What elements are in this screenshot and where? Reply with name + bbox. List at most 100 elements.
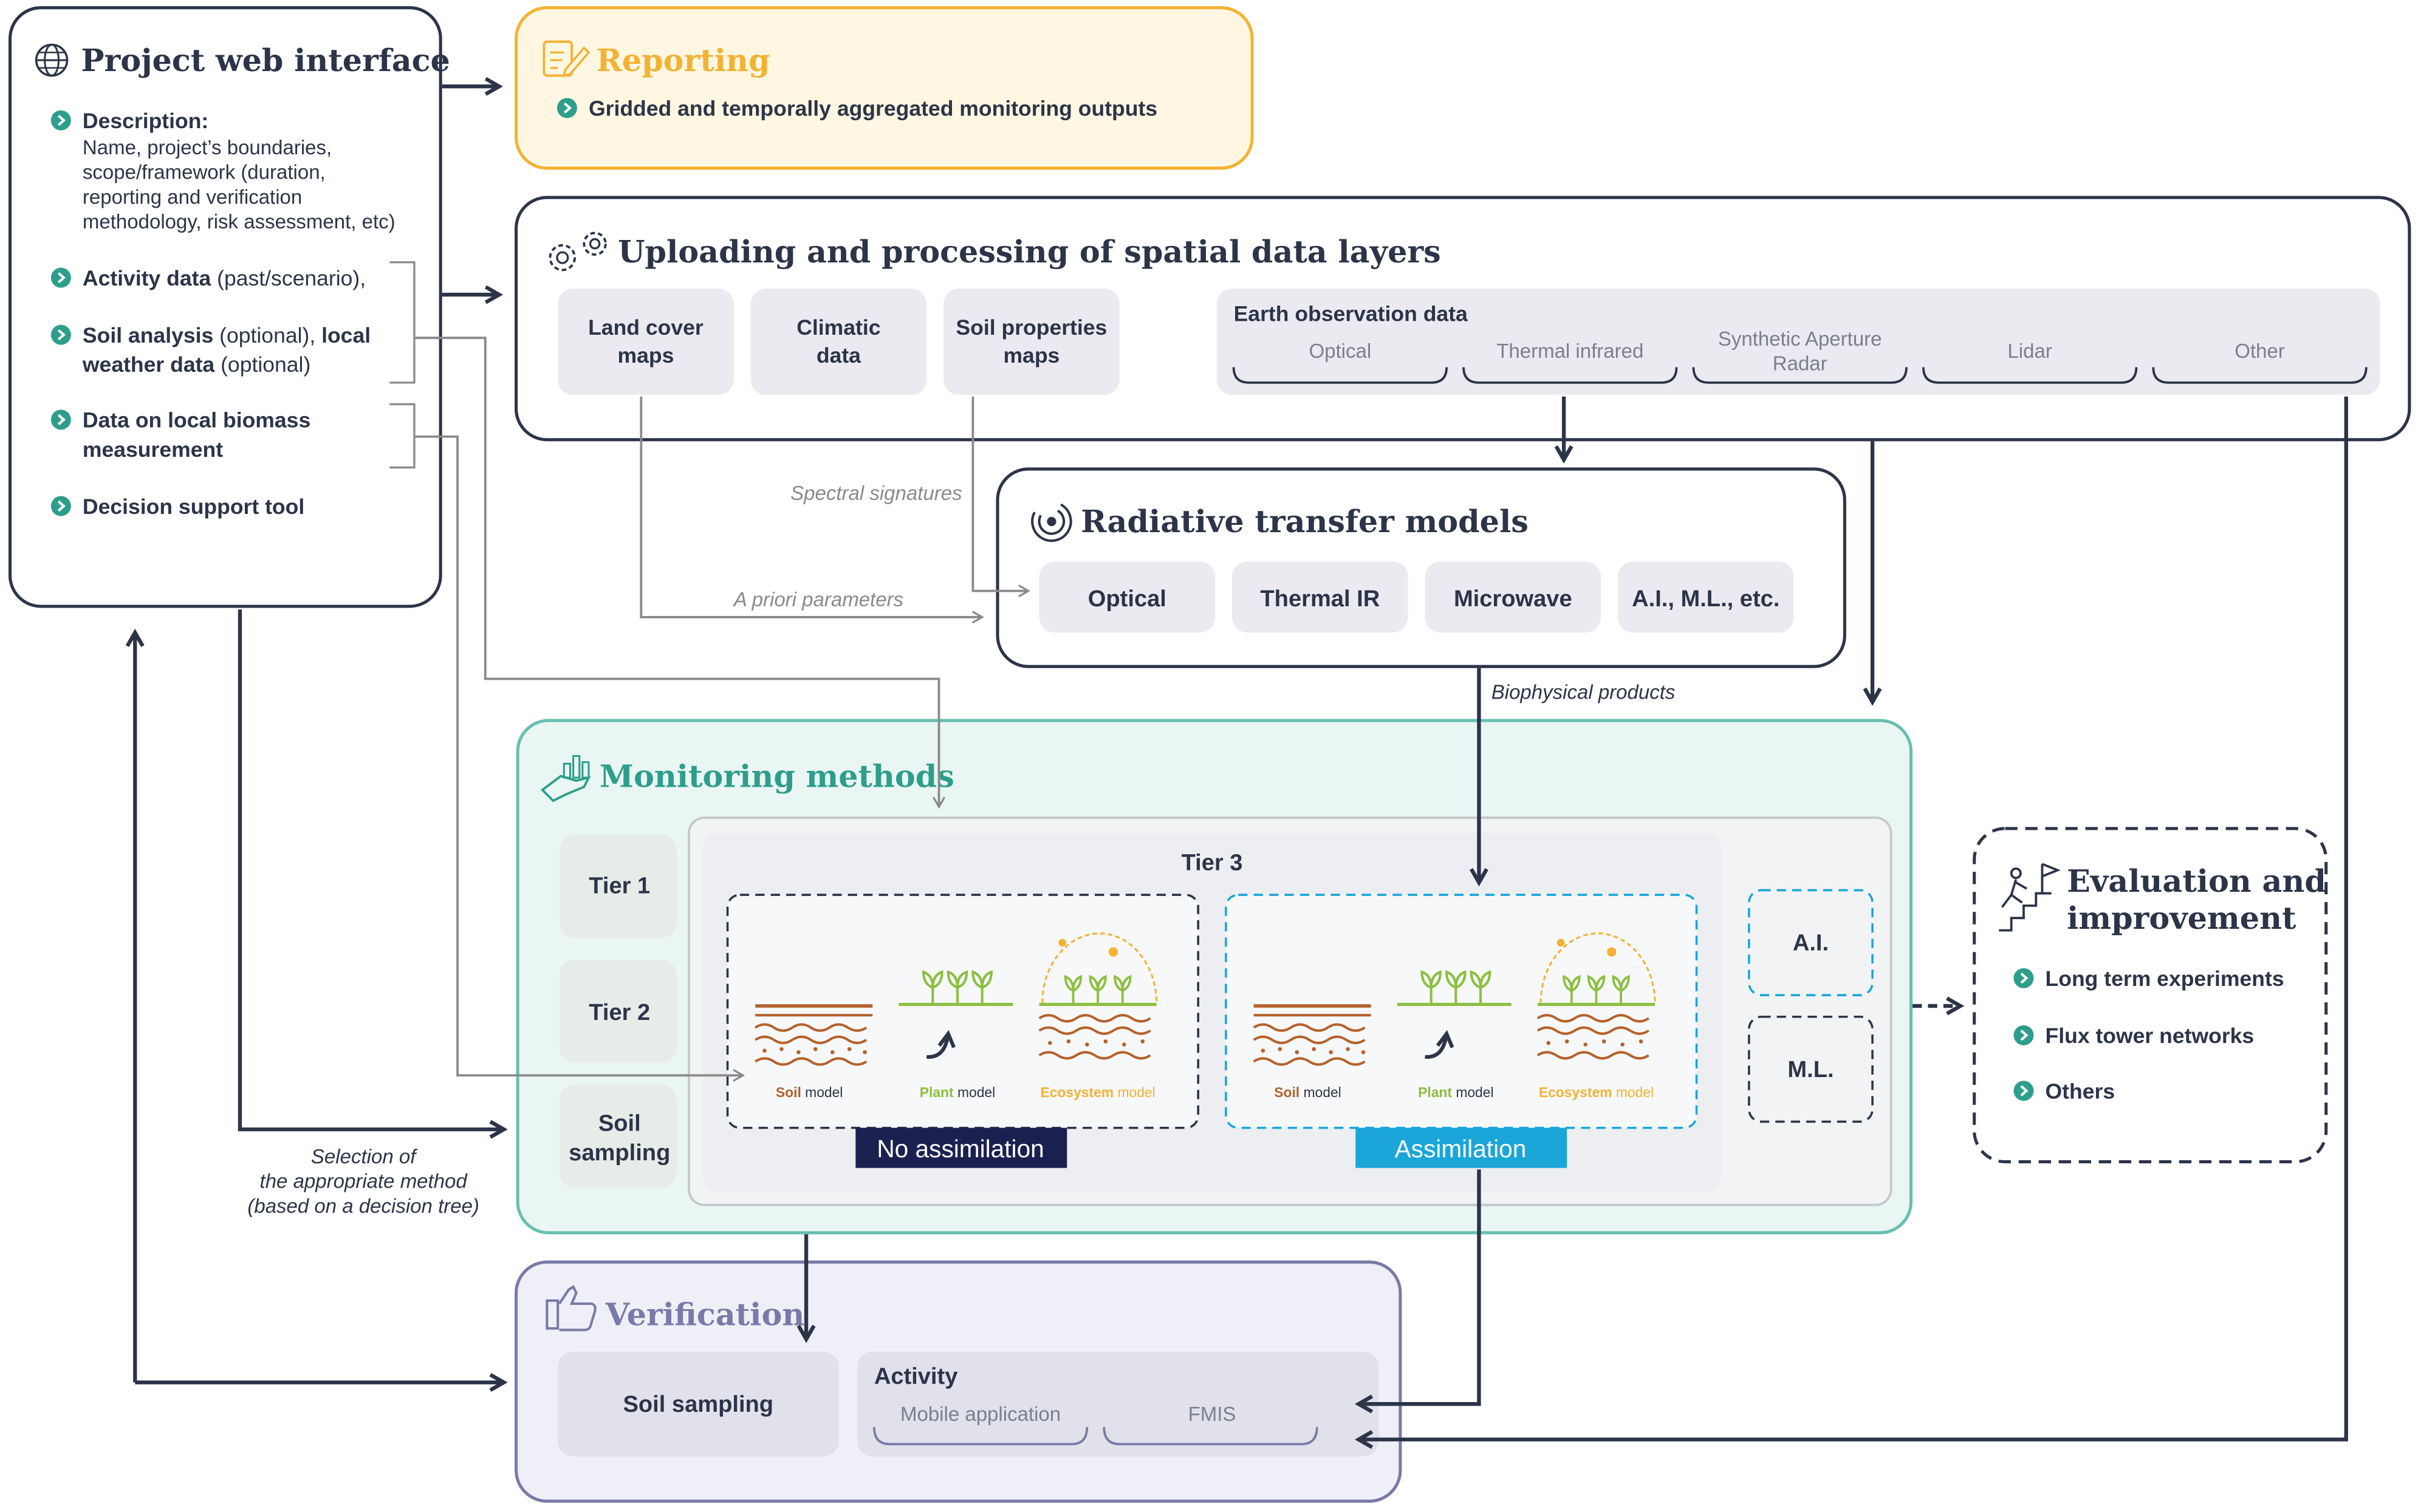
spectral-label: Spectral signatures bbox=[790, 482, 962, 504]
weather-data-item: weather data (optional) bbox=[82, 352, 310, 377]
biomass-item: measurement bbox=[83, 437, 223, 462]
connectors bbox=[125, 77, 2348, 1449]
activity-bracket bbox=[1103, 1427, 1318, 1446]
plant-model-label: Plant model bbox=[1418, 1084, 1493, 1100]
bullet-icon bbox=[2013, 1081, 2033, 1101]
arrow-apriori bbox=[640, 396, 984, 624]
bullet-icon bbox=[51, 268, 71, 288]
ai-label: A.I. bbox=[1793, 931, 1829, 956]
model-illustrations: Soil model Plant model bbox=[755, 932, 1158, 1100]
reporting-panel-frame bbox=[515, 6, 1254, 170]
soil-model-label: Soil model bbox=[776, 1084, 843, 1100]
tier2-tile bbox=[559, 959, 677, 1063]
verification-title: Verification bbox=[605, 1296, 804, 1333]
evaluation-item: Others bbox=[2046, 1079, 2115, 1103]
selection-label: the appropriate method bbox=[260, 1170, 468, 1192]
eo-bracket bbox=[1232, 367, 1448, 384]
eo-sar: Radar bbox=[1773, 352, 1827, 375]
tile-label: data bbox=[817, 343, 861, 368]
bullet-icon bbox=[51, 409, 71, 429]
cycle-arrows-icon bbox=[926, 1030, 956, 1059]
tile-label: Tier 1 bbox=[589, 874, 650, 899]
rtm-panel: Radiative transfer models Optical Therma… bbox=[996, 467, 1846, 668]
activity-tile bbox=[857, 1351, 1379, 1457]
tile-label: Soil bbox=[598, 1111, 641, 1137]
soil-model-label: Soil model bbox=[1274, 1084, 1341, 1100]
bullet-icon bbox=[557, 98, 577, 118]
rtm-optical-tile bbox=[1039, 561, 1216, 633]
eo-bracket bbox=[1462, 367, 1678, 384]
biomass-item: Data on local biomass bbox=[83, 408, 310, 433]
monitoring-panel: Monitoring methods Tier 1 Tier 2 Soil sa… bbox=[516, 719, 1913, 1234]
assimilation-badge bbox=[1355, 1127, 1567, 1168]
tile-label: maps bbox=[1003, 343, 1060, 368]
arrow-eo-to-activity bbox=[1354, 396, 2348, 1449]
eo-bracket bbox=[1692, 367, 1908, 384]
soil-sampling-tile bbox=[559, 1084, 677, 1188]
monitoring-title: Monitoring methods bbox=[600, 758, 954, 794]
tile-label: Microwave bbox=[1454, 586, 1572, 612]
evaluation-panel: Evaluation and improvement Long term exp… bbox=[1973, 827, 2328, 1164]
thumbs-up-icon bbox=[546, 1285, 597, 1332]
arrow-assimilation-to-activity bbox=[1354, 1169, 1481, 1414]
eo-chips: Optical Thermal infrared Synthetic Apert… bbox=[1232, 327, 2368, 384]
fmis-label: FMIS bbox=[1188, 1403, 1236, 1425]
ecosystem-model-label: Ecosystem model bbox=[1539, 1084, 1654, 1100]
ai-box bbox=[1748, 889, 1874, 996]
project-panel: Project web interface Description: Name,… bbox=[8, 6, 450, 608]
rtm-title: Radiative transfer models bbox=[1081, 503, 1529, 539]
soil-sampling-verification-tile bbox=[558, 1351, 839, 1457]
evaluation-panel-frame bbox=[1973, 827, 2328, 1164]
tile-label: maps bbox=[618, 343, 674, 368]
globe-icon bbox=[35, 43, 69, 77]
activity-label: Activity bbox=[874, 1364, 958, 1389]
arrow-biomass-to-tier3 bbox=[414, 435, 745, 1082]
bullet-icon bbox=[51, 111, 71, 131]
arrow-selection bbox=[238, 609, 508, 1139]
signal-icon bbox=[1031, 503, 1072, 542]
eo-sar: Synthetic Aperture bbox=[1718, 327, 1882, 350]
bullet-icon bbox=[2013, 1025, 2033, 1045]
bullet-icon bbox=[51, 496, 71, 516]
rtm-microwave-tile bbox=[1425, 561, 1601, 633]
biophysical-label: Biophysical products bbox=[1491, 681, 1676, 703]
bullet-icon bbox=[2013, 968, 2033, 988]
tile-label: Tier 2 bbox=[589, 1000, 650, 1025]
model-illustrations-assimilation: Soil model Plant model bbox=[1253, 932, 1656, 1100]
arrow-spectral bbox=[971, 396, 1031, 598]
eo-other: Other bbox=[2234, 340, 2285, 362]
tile-label: A.I., M.L., etc. bbox=[1632, 586, 1779, 612]
bullet-icon bbox=[51, 325, 71, 345]
plant-sprouts-icon bbox=[899, 970, 1013, 1006]
description-line: scope/framework (duration, bbox=[83, 161, 326, 183]
apriori-label: A priori parameters bbox=[733, 588, 903, 611]
eo-bracket bbox=[2152, 367, 2368, 384]
selection-label: Selection of bbox=[311, 1145, 418, 1168]
evaluation-title: Evaluation and bbox=[2067, 863, 2326, 899]
plant-sprouts-icon bbox=[1397, 970, 1512, 1006]
soil-properties-tile bbox=[943, 288, 1120, 395]
tier3-label: Tier 3 bbox=[1182, 850, 1243, 875]
soil-layers-icon bbox=[1253, 1004, 1371, 1066]
decision-support-item: Decision support tool bbox=[83, 494, 304, 519]
eo-title: Earth observation data bbox=[1234, 301, 1468, 326]
selection-label: (based on a decision tree) bbox=[247, 1194, 479, 1217]
climatic-data-tile bbox=[750, 288, 927, 395]
hand-plant-icon bbox=[540, 754, 591, 802]
reporting-item: Gridded and temporally aggregated monito… bbox=[589, 96, 1157, 120]
eo-lidar: Lidar bbox=[2007, 340, 2052, 362]
description-line: Name, project’s boundaries, bbox=[83, 136, 332, 159]
tile-label: Optical bbox=[1088, 586, 1166, 612]
ml-label: M.L. bbox=[1787, 1057, 1834, 1083]
tile-label: Land cover bbox=[588, 315, 704, 340]
rtm-thermal-tile bbox=[1232, 561, 1408, 633]
assimilation-label: Assimilation bbox=[1395, 1135, 1527, 1163]
project-title: Project web interface bbox=[81, 42, 450, 78]
land-cover-tile bbox=[558, 288, 734, 395]
verification-panel: Verification Soil sampling Activity Mobi… bbox=[515, 1261, 1402, 1503]
climber-flag-icon bbox=[1999, 863, 2061, 932]
project-panel-frame bbox=[8, 6, 442, 608]
eo-bracket bbox=[1922, 367, 2138, 384]
evaluation-title: improvement bbox=[2067, 900, 2296, 936]
